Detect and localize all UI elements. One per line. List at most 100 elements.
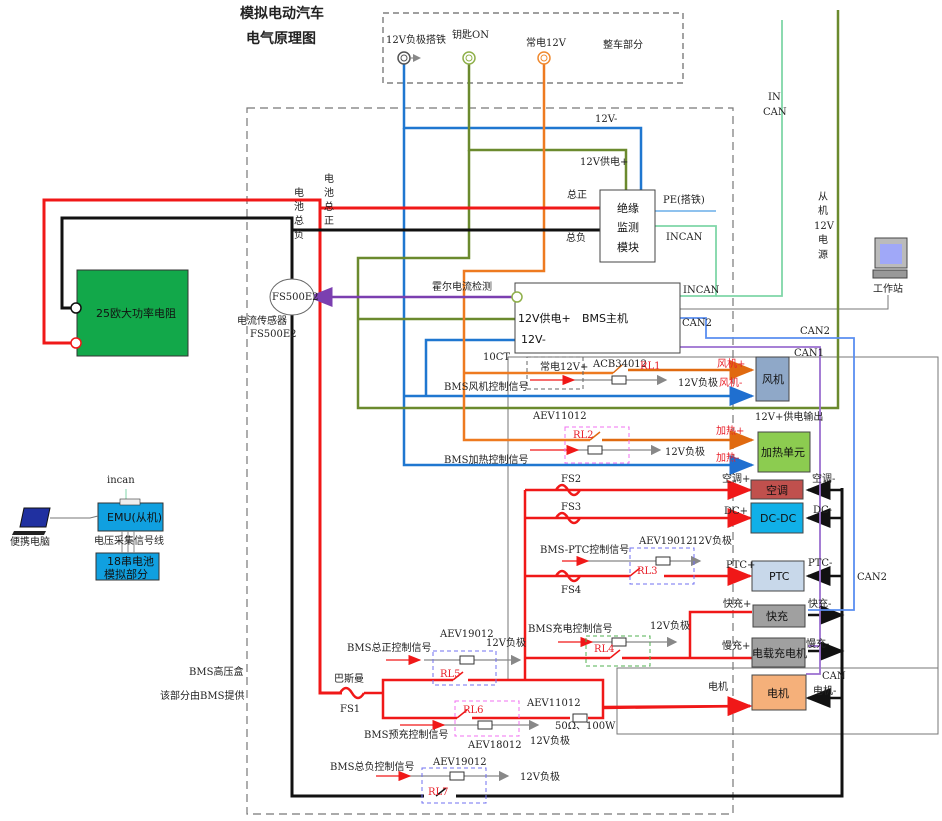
- relay-box-rl3: [629, 547, 695, 585]
- battery-sim-label-2: 模拟部分: [104, 567, 148, 581]
- resistor-neg-terminal: [70, 302, 82, 314]
- label-heat-signal: BMS加热控制信号: [444, 453, 528, 466]
- label-fs4: FS4: [561, 585, 581, 596]
- label-fs1: FS1: [340, 704, 360, 715]
- sensor-caption-1: 电流传感器: [237, 314, 287, 327]
- label-12v-neg-5: 12V负极: [486, 636, 526, 649]
- ac-label: 空调: [766, 483, 788, 497]
- label-fs2: FS2: [561, 474, 581, 485]
- insulation-text-2: 监测: [617, 221, 639, 234]
- emu-label: EMU(从机): [107, 510, 162, 524]
- label-slave-4: 电: [818, 233, 828, 246]
- label-rl4: RL4: [594, 644, 615, 655]
- label-batt-pos-3: 总: [324, 200, 334, 213]
- laptop-label: 便携电脑: [10, 535, 50, 548]
- label-vehicle-section: 整车部分: [603, 38, 643, 51]
- label-12v-minus: 12V-: [595, 114, 617, 125]
- relay-box-rl4: [585, 635, 651, 667]
- fan-box: [755, 356, 790, 402]
- label-sc-plus: 慢充+: [722, 639, 750, 652]
- wire-hv-pos-down: [318, 208, 342, 695]
- label-fc-minus: 快充-: [808, 597, 831, 610]
- emu-box: [97, 502, 164, 532]
- label-aev19012-c: AEV19012: [432, 757, 487, 768]
- resistor-box: [76, 269, 189, 357]
- laptop-icon: [12, 507, 51, 535]
- insulation-text-3: 模块: [617, 241, 639, 254]
- label-can1: CAN1: [794, 348, 824, 359]
- title-line1: 模拟电动汽车: [240, 5, 324, 22]
- label-motor-minus: 电机-: [813, 684, 836, 697]
- label-fan-signal: BMS风机控制信号: [444, 380, 528, 393]
- charger-label: 电载充电机: [752, 646, 807, 660]
- wire-12v-neg: [402, 58, 643, 190]
- vehicle-section-box: [382, 12, 684, 84]
- label-aev19012-b: AEV19012: [439, 629, 494, 640]
- relay-box-rl1: [526, 356, 584, 390]
- label-rl1: RL1: [640, 361, 661, 372]
- battery-sim-box: [95, 552, 160, 581]
- label-incan-2: INCAN: [683, 285, 720, 296]
- label-ptc-signal: BMS-PTC控制信号: [540, 543, 629, 556]
- bms-host-box: [514, 282, 681, 354]
- label-slave-1: 从: [818, 192, 828, 203]
- label-fan-plus: 风机+: [717, 357, 745, 370]
- label-12v-neg-7: 12V负极: [520, 770, 560, 783]
- label-can2-b: CAN2: [800, 326, 830, 337]
- bms-12v-plus: 12V供电+: [518, 311, 571, 325]
- label-batt-pos-4: 正: [324, 216, 334, 227]
- label-can: CAN: [763, 107, 787, 118]
- terminal-key-on: [462, 51, 476, 65]
- label-aev18012: AEV18012: [467, 740, 522, 751]
- label-12v-neg-2: 12V负极: [665, 445, 705, 458]
- current-sensor: [269, 278, 315, 316]
- label-fs3: FS3: [561, 502, 581, 513]
- title-line2: 电气原理图: [246, 30, 316, 47]
- label-rl6: RL6: [463, 705, 484, 716]
- label-batt-neg-1: 电: [294, 186, 304, 199]
- label-batt-neg-4: 负: [294, 228, 304, 241]
- battery-sim-label-1: 18串电池: [107, 555, 154, 568]
- fuses: [338, 483, 582, 700]
- label-volt-line: 电压采集信号线: [94, 534, 164, 547]
- motor-label: 电机: [767, 686, 789, 700]
- wire-key-on-down: [356, 10, 840, 410]
- wire-charge: [525, 610, 752, 660]
- label-ptc-minus: PTC-: [808, 558, 832, 569]
- terminal-12v-ground: [397, 51, 421, 65]
- bms-host-label: BMS主机: [582, 311, 628, 325]
- wire-hv-pos: [42, 198, 600, 345]
- label-batt-neg-3: 总: [294, 214, 304, 227]
- label-12v-supply: 12V供电+: [580, 155, 628, 168]
- label-total-pos: 总正: [567, 188, 587, 201]
- motor-box: [751, 674, 807, 711]
- ten-ct-line: [507, 357, 525, 681]
- label-batt-neg-2: 池: [294, 200, 304, 213]
- label-ac-minus: 空调-: [812, 472, 835, 485]
- label-dc-plus: DC+: [724, 506, 748, 517]
- wire-incan-main: [716, 20, 783, 297]
- heater-label: 加热单元: [761, 446, 805, 459]
- label-incan-small: incan: [107, 475, 135, 486]
- voltage-lines: [121, 531, 135, 553]
- bms-box-label-2: 该部分由BMS提供: [160, 689, 244, 702]
- charger-box: [751, 637, 806, 668]
- label-neg-signal: BMS总负控制信号: [330, 760, 414, 773]
- signal-arrows: [376, 374, 594, 782]
- label-can2-a: CAN2: [682, 318, 712, 329]
- label-12v-ground: 12V负极搭铁: [386, 33, 446, 46]
- label-pre-signal: BMS预充控制信号: [364, 728, 448, 741]
- label-key-on: 钥匙ON: [452, 28, 489, 41]
- label-12v-neg-1: 12V负极: [678, 376, 718, 389]
- label-can2-right: CAN2: [857, 572, 887, 583]
- label-charge-signal: BMS充电控制信号: [528, 622, 612, 635]
- label-can-motor: CAN: [822, 671, 846, 682]
- label-aev11012-b: AEV11012: [526, 698, 581, 709]
- label-const-12v-plus: 常电12V+: [540, 360, 588, 373]
- wire-hv-neg-rl7: [456, 488, 844, 798]
- label-pre-res: 50Ω、100W: [555, 721, 616, 732]
- label-slave-3: 12V: [814, 221, 835, 232]
- wire-main-pos: [364, 678, 751, 720]
- label-aev11012-a: AEV11012: [532, 411, 587, 422]
- label-12v-neg-6: 12V负极: [530, 734, 570, 747]
